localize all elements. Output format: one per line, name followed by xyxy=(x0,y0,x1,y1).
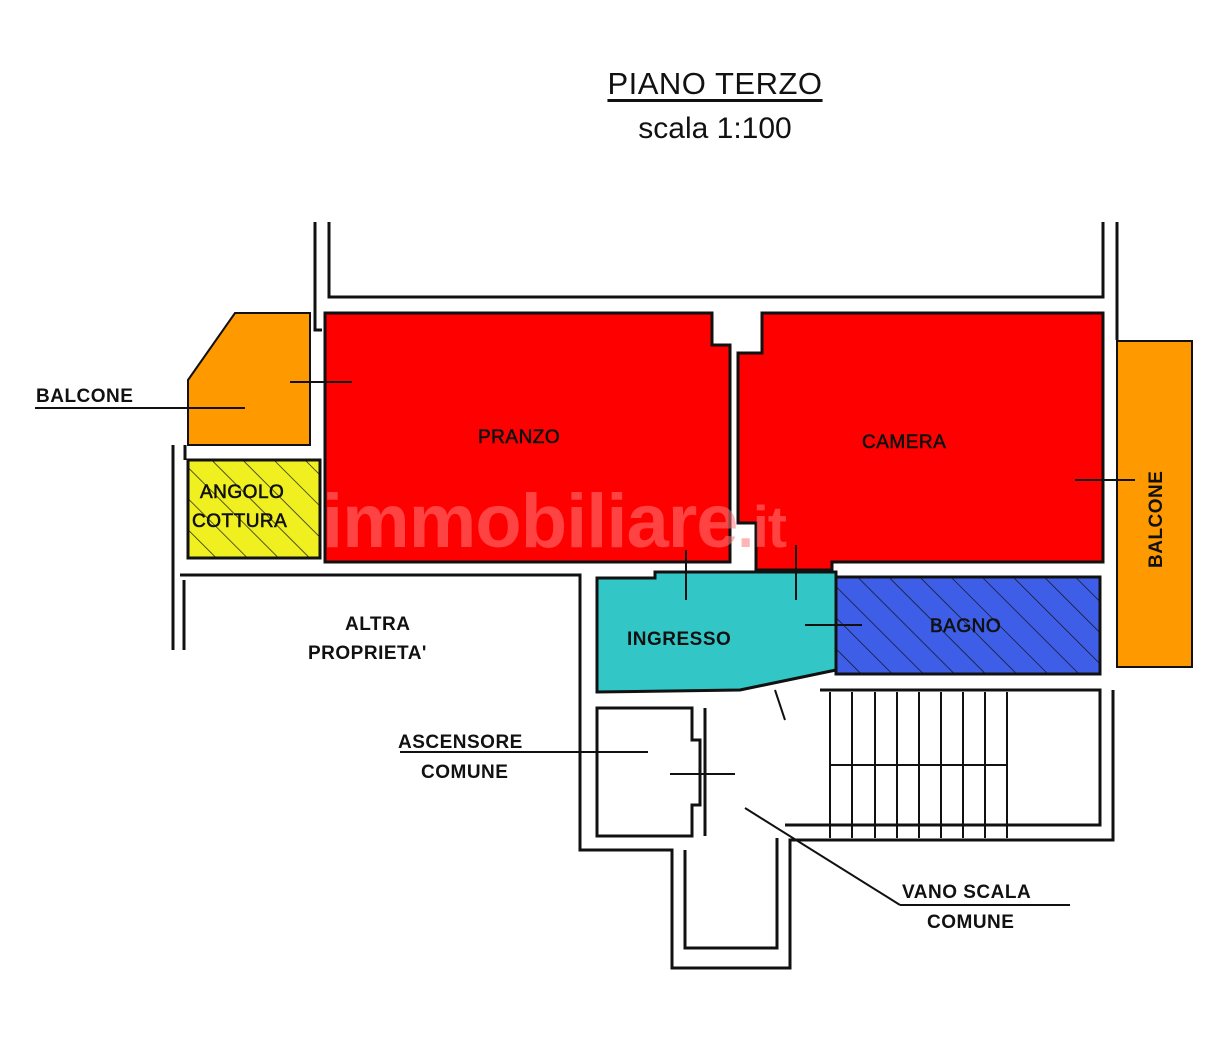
camera-label: CAMERA xyxy=(862,432,947,454)
ascensore-label-1: ASCENSORE xyxy=(398,732,523,753)
balcone-right-label: BALCONE xyxy=(1146,470,1167,568)
leader-lines xyxy=(35,381,1135,906)
pranzo-label: PRANZO xyxy=(478,427,561,449)
balcone-left-label: BALCONE xyxy=(36,386,134,407)
vano-scala-label-1: VANO SCALA xyxy=(902,882,1032,903)
altra-proprieta-label-2: PROPRIETA' xyxy=(308,643,427,664)
vano-scala-walls xyxy=(683,688,1102,950)
ingresso-label: INGRESSO xyxy=(627,629,732,650)
staircase xyxy=(829,692,1008,838)
altra-proprieta-label-1: ALTRA xyxy=(345,614,411,635)
scale-label: scala 1:100 xyxy=(638,112,792,145)
balcone-right-area xyxy=(1116,340,1193,668)
page-title: PIANO TERZO xyxy=(607,66,823,101)
ascensore-label-2: COMUNE xyxy=(421,762,509,783)
pranzo-area xyxy=(323,311,732,564)
angolo-cottura-label-1: ANGOLO xyxy=(200,482,285,504)
ascensore-walls xyxy=(595,706,707,838)
balcone-left-area xyxy=(187,312,311,446)
bagno-label: BAGNO xyxy=(930,616,1002,638)
vano-scala-label-2: COMUNE xyxy=(927,912,1015,933)
angolo-cottura-label-2: COTTURA xyxy=(192,511,288,533)
exterior-walls xyxy=(313,222,1119,340)
